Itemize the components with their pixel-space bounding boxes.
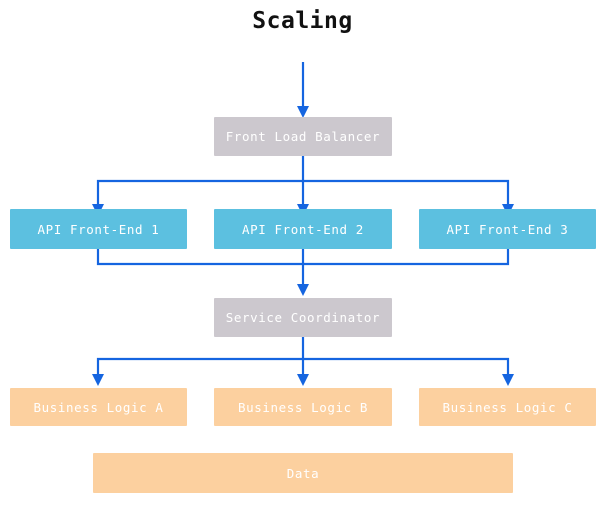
- node-label: Service Coordinator: [225, 310, 381, 325]
- node-label: Front Load Balancer: [225, 129, 381, 144]
- edge-inbound-to-load-balancer: [297, 62, 309, 118]
- node-data[interactable]: Data: [93, 453, 513, 493]
- node-business-logic-a[interactable]: Business Logic A: [10, 388, 187, 426]
- node-label: Business Logic B: [237, 399, 368, 415]
- diagram-title: Scaling: [252, 8, 353, 34]
- node-label: API Front-End 2: [242, 221, 364, 237]
- node-label: Business Logic C: [442, 399, 573, 415]
- edge-coordinator-fanout: [92, 337, 514, 386]
- node-label: API Front-End 3: [446, 221, 569, 237]
- node-business-logic-c[interactable]: Business Logic C: [419, 388, 596, 426]
- node-label: Business Logic A: [33, 399, 164, 415]
- node-api-front-end-2[interactable]: API Front-End 2: [214, 209, 392, 249]
- edge-load-balancer-fanout: [92, 156, 514, 216]
- node-business-logic-b[interactable]: Business Logic B: [214, 388, 392, 426]
- node-api-front-end-1[interactable]: API Front-End 1: [10, 209, 187, 249]
- node-front-load-balancer[interactable]: Front Load Balancer: [214, 117, 392, 156]
- node-api-front-end-3[interactable]: API Front-End 3: [419, 209, 596, 249]
- node-service-coordinator[interactable]: Service Coordinator: [214, 298, 392, 337]
- edge-api-merge-to-coordinator: [96, 249, 510, 296]
- node-label: API Front-End 1: [37, 221, 160, 237]
- node-label: Data: [286, 465, 320, 481]
